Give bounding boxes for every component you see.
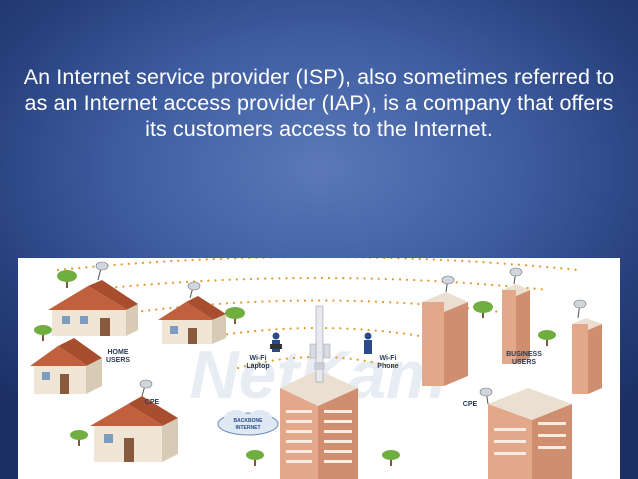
isp-network-diagram: NetKam (30, 258, 602, 479)
satellite-dish-icon (95, 261, 109, 271)
home-house-small (30, 338, 102, 394)
home-house-bottom (90, 379, 178, 462)
satellite-dish-icon (479, 387, 493, 397)
label-home-users-1: HOME (108, 349, 129, 356)
label-cpe-right: CPE (463, 401, 478, 408)
label-business-users-2: USERS (512, 359, 536, 366)
satellite-dish-icon (509, 267, 523, 277)
wifi-laptop-user (270, 332, 282, 352)
tree-icon (382, 450, 400, 466)
satellite-dish-icon (139, 379, 153, 389)
isp-building (280, 370, 358, 479)
wifi-phone-user (364, 332, 372, 354)
tree-icon (70, 430, 88, 446)
label-home-users-2: USERS (106, 357, 130, 364)
satellite-dish-icon (187, 281, 201, 291)
label-business-users-1: BUSINESS (506, 351, 542, 358)
business-tower-left (422, 275, 468, 386)
slide-body-text: An Internet service provider (ISP), also… (23, 65, 615, 141)
label-wifi-laptop-1: Wi-Fi (249, 355, 266, 362)
satellite-dish-icon (573, 299, 587, 309)
label-wifi-phone-2: Phone (377, 363, 398, 370)
tree-icon (538, 330, 556, 346)
tree-icon (246, 450, 264, 466)
backbone-cloud-icon (217, 410, 279, 436)
satellite-dish-icon (441, 275, 455, 285)
tree-icon (473, 301, 493, 318)
label-cpe-left: CPE (145, 399, 160, 406)
antenna-tower-icon (309, 305, 331, 383)
label-wifi-laptop-2: Laptop (246, 363, 269, 370)
home-house-large (48, 261, 138, 336)
tree-icon (34, 325, 52, 341)
isp-network-illustration: NetKam (18, 258, 620, 479)
tree-icon (57, 270, 77, 288)
label-wifi-phone-1: Wi-Fi (379, 355, 396, 362)
business-tower-mid (502, 267, 530, 364)
tree-icons (34, 270, 556, 466)
home-house-mid (158, 281, 226, 344)
label-backbone-2: INTERNET (236, 425, 261, 431)
business-building-bottom (479, 387, 572, 479)
label-backbone-1: BACKBONE (234, 418, 264, 424)
business-tower-right (572, 299, 602, 394)
tree-icon (225, 307, 245, 324)
